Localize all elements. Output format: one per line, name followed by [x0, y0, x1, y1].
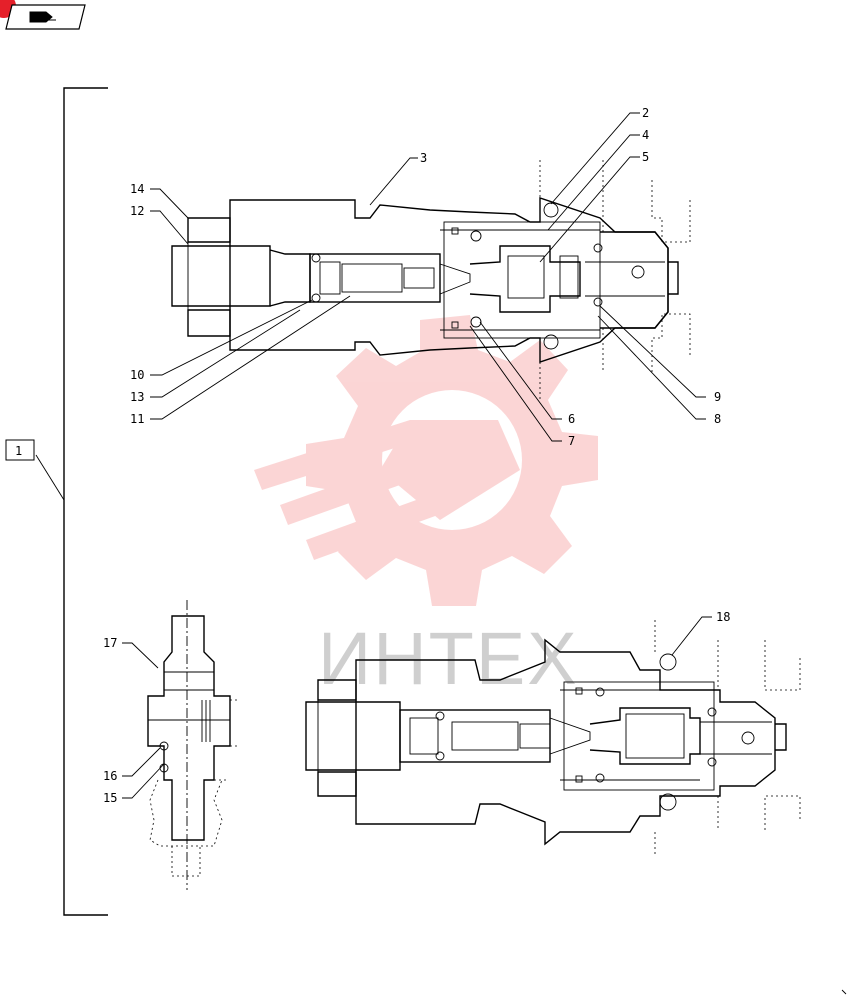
book-arrow-icon[interactable]	[5, 4, 86, 30]
callout-10[interactable]: 10	[130, 368, 144, 382]
callout-16[interactable]: 16	[103, 769, 117, 783]
callout-17[interactable]: 17	[103, 636, 117, 650]
callout-9[interactable]: 9	[714, 390, 721, 404]
callout-11[interactable]: 11	[130, 412, 144, 426]
watermark-text: ИНТЕХ	[318, 617, 579, 700]
callout-7[interactable]: 7	[568, 434, 575, 448]
side-view-fitting	[147, 600, 240, 890]
callout-3[interactable]: 3	[420, 151, 427, 165]
callout-2[interactable]: 2	[642, 106, 649, 120]
callout-4[interactable]: 4	[642, 128, 649, 142]
callout-numbers: 2 3 4 5 6 7 8 9 10 11 12 13 14 15 16 17 …	[103, 106, 730, 805]
callout-leaders	[122, 112, 712, 799]
assembly-label: 1	[15, 444, 22, 458]
callout-6[interactable]: 6	[568, 412, 575, 426]
callout-18[interactable]: 18	[716, 610, 730, 624]
corner-mark	[841, 989, 847, 995]
callout-14[interactable]: 14	[130, 182, 144, 196]
callout-13[interactable]: 13	[130, 390, 144, 404]
callout-15[interactable]: 15	[103, 791, 117, 805]
top-valve-section	[171, 160, 691, 400]
bottom-valve-section	[305, 620, 801, 854]
callout-5[interactable]: 5	[642, 150, 649, 164]
assembly-bracket	[35, 87, 108, 916]
callout-8[interactable]: 8	[714, 412, 721, 426]
callout-12[interactable]: 12	[130, 204, 144, 218]
watermark-logo	[254, 315, 598, 606]
assembly-label-box[interactable]: 1	[5, 439, 35, 461]
